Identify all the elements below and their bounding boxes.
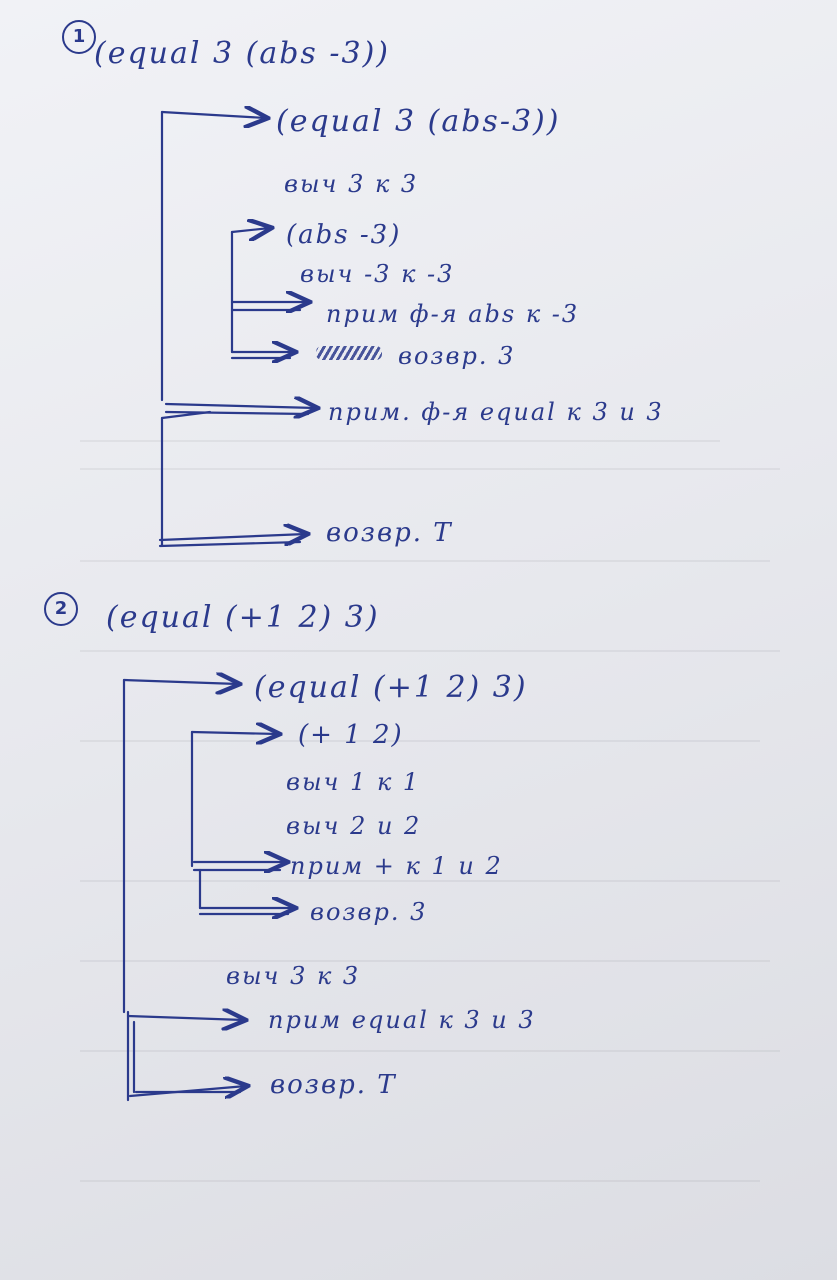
bleed-line — [80, 960, 770, 962]
trace-line: (equal (+1 2) 3) — [254, 670, 528, 705]
trace-line: возвр. 3 — [398, 342, 516, 370]
trace-line: (equal 3 (abs-3)) — [276, 104, 561, 139]
trace-line: прим equal к 3 и 3 — [268, 1006, 536, 1034]
bleed-line — [80, 1180, 760, 1182]
trace-line: возвр. T — [326, 518, 453, 548]
bleed-line — [80, 650, 780, 652]
bleed-line — [80, 740, 760, 742]
trace-line: прим + к 1 и 2 — [290, 852, 503, 880]
heading-1: (equal 3 (abs -3)) — [94, 36, 390, 71]
trace-line: выч 3 к 3 — [226, 962, 361, 990]
section-number-2: 2 — [44, 592, 78, 626]
trace-line: прим. ф-я equal к 3 и 3 — [328, 398, 664, 426]
trace-line: прим ф-я abs к -3 — [326, 300, 580, 328]
trace-line: выч 1 к 1 — [286, 768, 421, 796]
trace-line: выч -3 к -3 — [300, 260, 455, 288]
bleed-line — [80, 468, 780, 470]
heading-2: (equal (+1 2) 3) — [106, 600, 380, 635]
crossed-out-scribble — [316, 346, 382, 360]
bleed-line — [80, 440, 720, 442]
trace-line: выч 2 и 2 — [286, 812, 422, 840]
trace-line: (+ 1 2) — [298, 720, 404, 750]
bleed-line — [80, 880, 780, 882]
trace-line: (abs -3) — [286, 220, 402, 250]
section-number-1: 1 — [62, 20, 96, 54]
bleed-line — [80, 1050, 780, 1052]
trace-line: возвр. 3 — [310, 898, 428, 926]
bleed-line — [80, 560, 770, 562]
trace-line: возвр. T — [270, 1070, 397, 1100]
trace-line: выч 3 к 3 — [284, 170, 419, 198]
